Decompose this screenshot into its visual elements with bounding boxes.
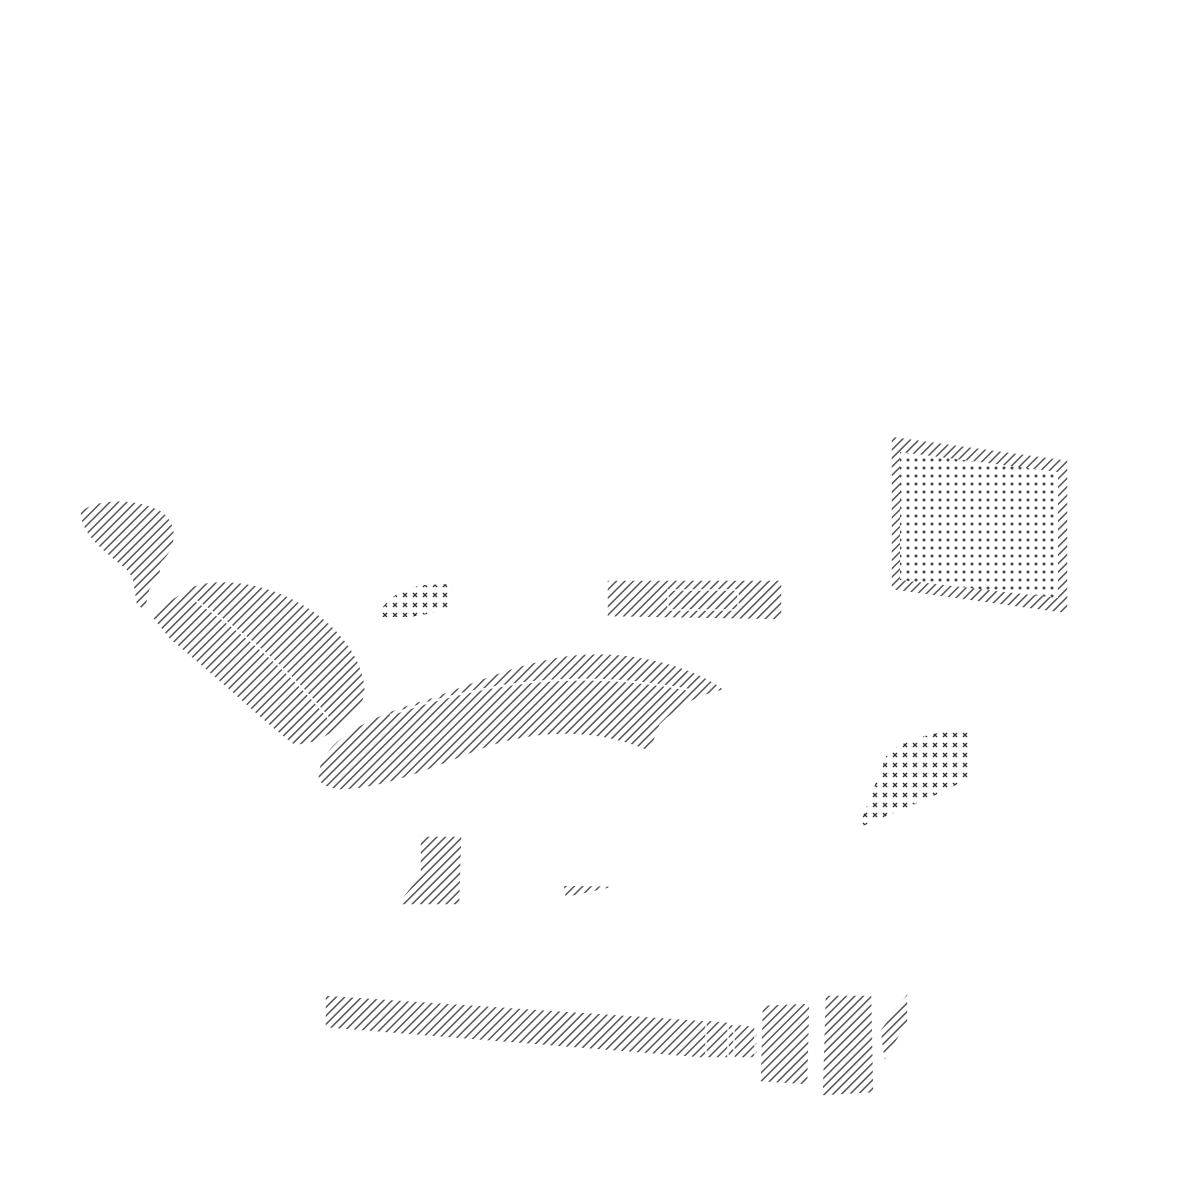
pedestal: [759, 989, 909, 1097]
control-panel: [606, 579, 783, 621]
dental-lamp: [858, 730, 970, 828]
chair-column: [394, 835, 621, 906]
base-rail: [324, 994, 758, 1059]
monitor: [890, 435, 1069, 615]
backrest: [148, 580, 366, 747]
headrest: [79, 500, 176, 614]
seat: [317, 652, 727, 791]
instrument-tray: [377, 584, 453, 617]
